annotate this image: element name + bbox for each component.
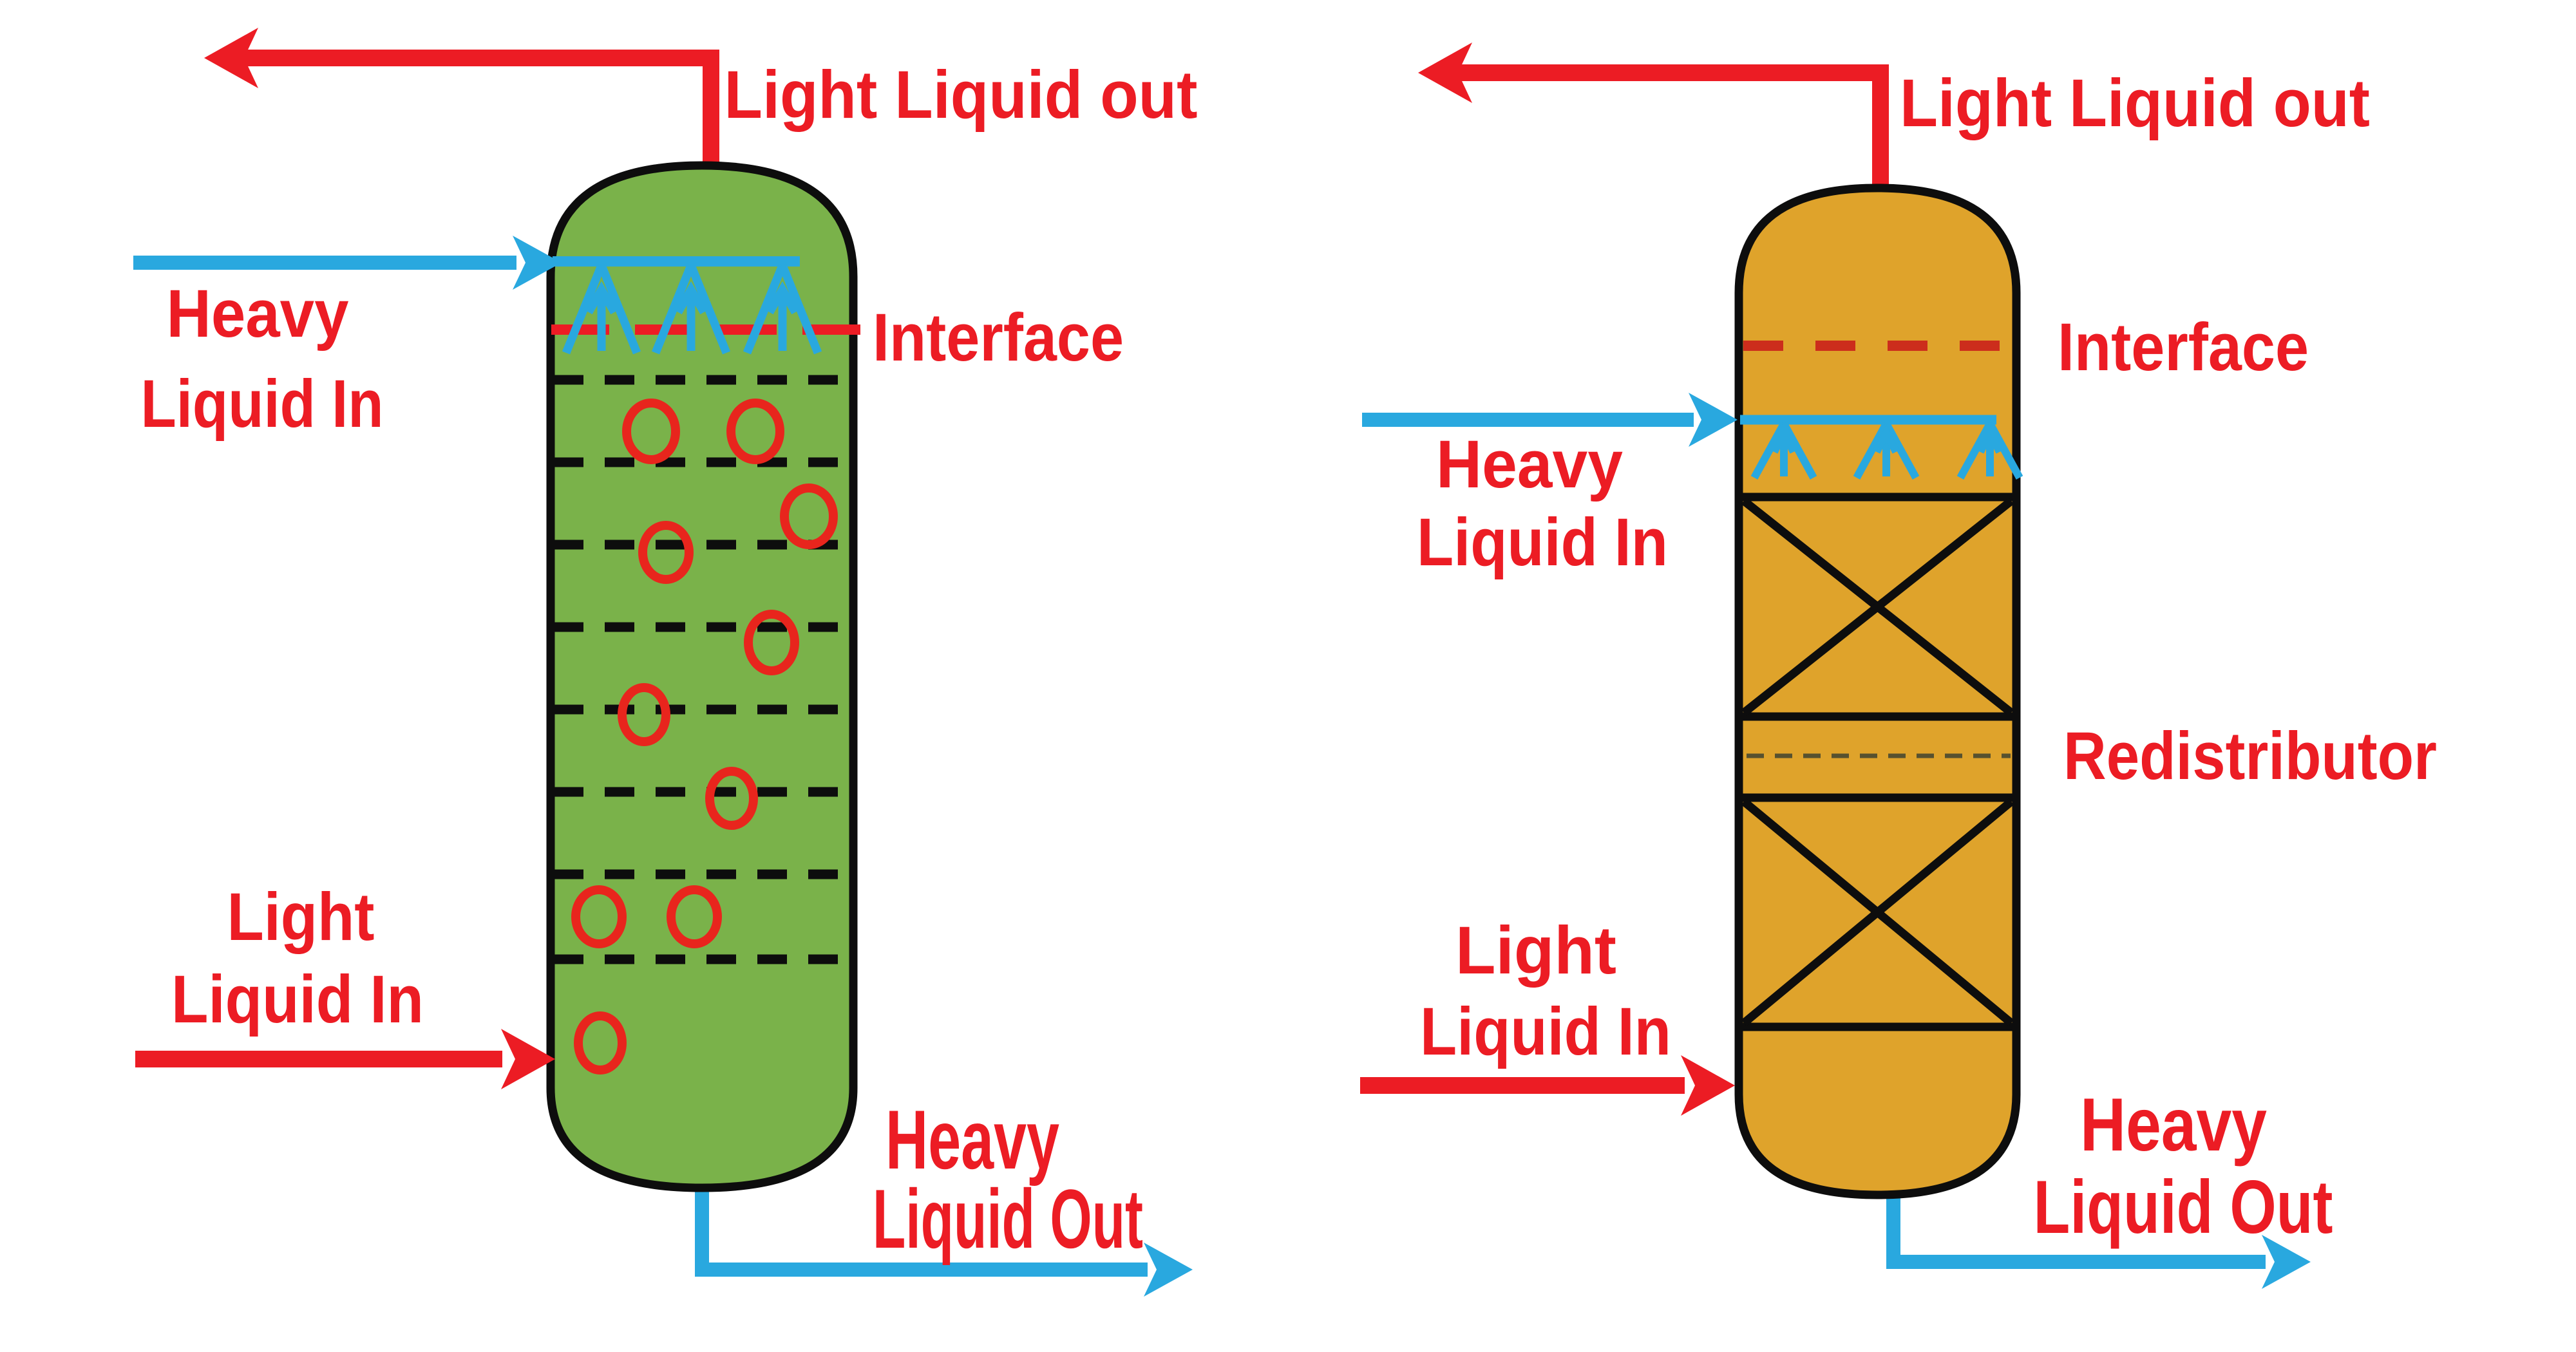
left-light-liquid-out-pipe — [204, 28, 719, 187]
spray-nozzle-icon — [1853, 422, 1920, 480]
right-light-liquid-out-label: Light Liquid out — [1900, 66, 2370, 141]
right-heavy-liquid-out-label-line1: Heavy — [2080, 1082, 2267, 1167]
right-light-liquid-in-label-line1: Light — [1455, 913, 1616, 988]
right-heavy-liquid-out-label-line2: Liquid Out — [2034, 1165, 2333, 1249]
left-heavy-liquid-in-arrow — [133, 236, 562, 290]
packed-column — [1734, 183, 2023, 1199]
packed-column-vessel — [1734, 183, 2021, 1199]
left-light-liquid-in-arrow — [135, 1029, 555, 1089]
arrow-left-icon — [1418, 42, 1472, 103]
right-light-liquid-in-arrow — [1360, 1055, 1735, 1116]
distributor — [1740, 415, 2023, 480]
droplet-circle-icon — [705, 767, 758, 830]
droplet-circle-icon — [780, 484, 838, 549]
packed-bed-section — [1739, 493, 2016, 721]
spray-nozzle-icon — [743, 263, 822, 355]
droplet-circle-icon — [667, 885, 722, 948]
arrow-right-icon — [1681, 1055, 1735, 1116]
left-heavy-liquid-out-label-line2: Liquid Out — [873, 1172, 1143, 1266]
droplet-circle-icon — [638, 521, 694, 584]
right-redistributor-label: Redistributor — [2063, 718, 2437, 794]
left-heavy-liquid-in-label-line1: Heavy — [167, 276, 349, 352]
left-interface-label: Interface — [873, 300, 1124, 375]
arrow-right-icon — [501, 1029, 555, 1089]
x-packing-icon — [1741, 798, 2014, 1027]
droplet-circle-icon — [574, 1011, 627, 1075]
left-heavy-liquid-out-label-line1: Heavy — [886, 1093, 1059, 1187]
spray-nozzle-icon — [651, 263, 731, 355]
left-heavy-liquid-out-pipe — [695, 1169, 1193, 1297]
x-packing-icon — [1741, 497, 2014, 717]
droplets — [571, 399, 838, 1075]
spray-nozzle-icon — [562, 263, 641, 355]
arrow-right-icon — [2262, 1235, 2311, 1289]
arrow-left-icon — [204, 28, 258, 88]
droplet-circle-icon — [622, 399, 680, 464]
left-light-liquid-in-label-line1: Light — [227, 879, 375, 955]
left-light-liquid-in-label-line2: Liquid In — [171, 962, 424, 1037]
spray-nozzle-icon — [1956, 422, 2023, 480]
right-heavy-liquid-in-label-line1: Heavy — [1436, 427, 1623, 502]
right-light-liquid-out-pipe — [1418, 42, 1889, 206]
distributor — [553, 256, 822, 355]
right-heavy-liquid-in-arrow — [1362, 393, 1738, 447]
packed-bed-section — [1739, 793, 2016, 1031]
tray-column — [546, 161, 871, 1192]
droplet-circle-icon — [726, 399, 784, 464]
droplet-circle-icon — [571, 885, 627, 948]
right-heavy-liquid-in-label-line2: Liquid In — [1417, 505, 1668, 580]
right-light-liquid-in-label-line2: Liquid In — [1420, 994, 1671, 1069]
right-interface-label: Interface — [2058, 310, 2309, 385]
spray-nozzle-icon — [1750, 422, 1817, 480]
droplet-circle-icon — [618, 683, 670, 746]
arrow-right-icon — [1689, 393, 1738, 447]
left-heavy-liquid-in-label-line2: Liquid In — [141, 366, 384, 442]
left-light-liquid-out-label: Light Liquid out — [724, 57, 1198, 133]
arrow-right-icon — [1144, 1243, 1193, 1297]
droplet-circle-icon — [744, 610, 799, 675]
right-heavy-liquid-out-pipe — [1886, 1178, 2311, 1289]
arrow-right-icon — [513, 236, 562, 290]
